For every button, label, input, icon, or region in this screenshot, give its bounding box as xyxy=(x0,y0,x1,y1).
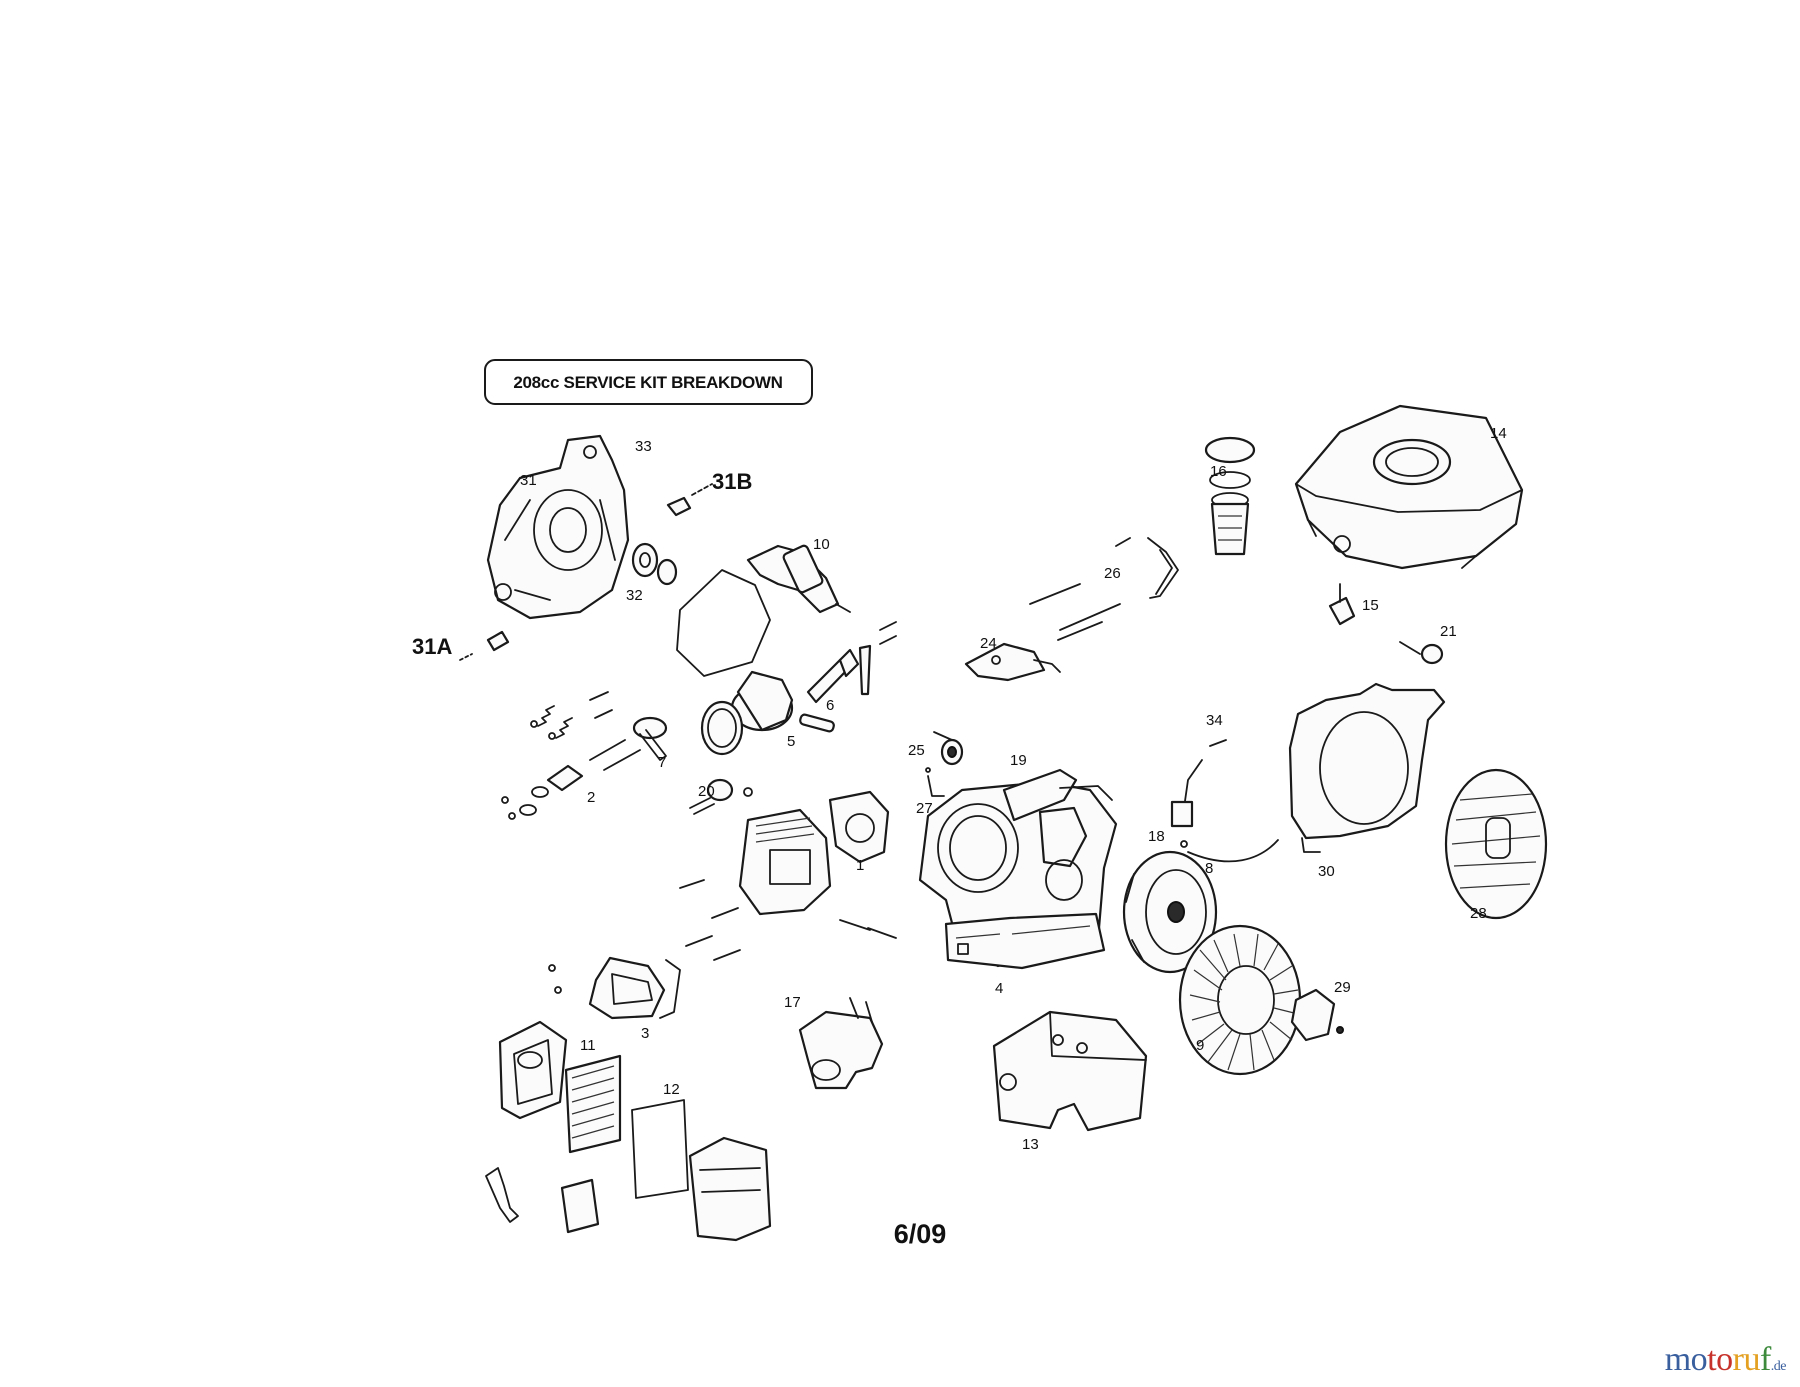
callout-7: 7 xyxy=(658,754,666,771)
flywheel-part-8 xyxy=(1122,850,1218,974)
callout-5: 5 xyxy=(787,733,795,750)
dipstick-part-27 xyxy=(925,767,945,797)
plug-part-31a xyxy=(486,630,510,652)
callout-32: 32 xyxy=(626,587,643,604)
piston-part-5 xyxy=(700,670,835,756)
callout-6: 6 xyxy=(826,697,834,714)
head-bolts xyxy=(679,879,897,961)
callout-33: 33 xyxy=(635,438,652,455)
fuel-cap-part-16 xyxy=(1204,436,1256,556)
callout-16: 16 xyxy=(1210,463,1227,480)
crankshaft-part-10 xyxy=(746,544,851,614)
connecting-rod-bolts xyxy=(879,621,897,645)
callout-8: 8 xyxy=(1205,860,1213,877)
callout-10: 10 xyxy=(813,536,830,553)
ignition-part-34 xyxy=(1170,739,1279,863)
callout-31b: 31B xyxy=(712,469,752,494)
crankcase-gasket xyxy=(676,569,771,677)
valve-cover-part-3 xyxy=(548,956,681,1020)
callout-25: 25 xyxy=(908,742,925,759)
recoil-starter-part-28 xyxy=(1444,768,1548,920)
starter-cup-part-29 xyxy=(1290,988,1344,1042)
callout-24: 24 xyxy=(980,635,997,652)
callout-1: 1 xyxy=(856,857,864,874)
air-cleaner-base-part-11 xyxy=(498,1020,568,1120)
air-filter-element xyxy=(564,1054,622,1154)
callout-11: 11 xyxy=(580,1037,596,1054)
title-box: 208cc SERVICE KIT BREAKDOWN xyxy=(484,359,813,405)
crankcase-cover-part-31 xyxy=(486,434,630,620)
leader-lines xyxy=(459,653,473,661)
callout-3: 3 xyxy=(641,1025,649,1042)
callout-20: 20 xyxy=(698,783,715,800)
callout-26: 26 xyxy=(1104,565,1121,582)
callout-9: 9 xyxy=(1196,1037,1204,1054)
callout-17: 17 xyxy=(784,994,801,1011)
callout-13: 13 xyxy=(1022,1136,1039,1153)
callout-31a: 31A xyxy=(412,634,452,659)
pre-filter-part-12 xyxy=(631,1099,689,1199)
watermark-logo: motoruf.de xyxy=(1664,1341,1787,1378)
callout-28: 28 xyxy=(1470,905,1487,922)
bearing-part-32 xyxy=(631,542,678,586)
callout-15: 15 xyxy=(1362,597,1379,614)
callout-18: 18 xyxy=(1148,828,1165,845)
fuel-tank-part-14 xyxy=(1294,404,1524,570)
callout-29: 29 xyxy=(1334,979,1351,996)
plug-part-31b xyxy=(666,483,713,517)
callout-4: 4 xyxy=(995,980,1003,997)
callout-34: 34 xyxy=(1206,712,1223,729)
callout-labels: 33 31 31B 10 32 31A 6 5 7 2 20 1 3 11 12… xyxy=(412,425,1507,1153)
callout-21: 21 xyxy=(1440,623,1457,640)
muffler-part-13 xyxy=(992,1010,1148,1132)
linkage-rods-part-26 xyxy=(1029,537,1179,641)
control-bracket-part-24 xyxy=(964,642,1061,682)
callout-19: 19 xyxy=(1010,752,1027,769)
connecting-rod-part-6 xyxy=(806,644,872,704)
valves-and-springs xyxy=(530,691,613,740)
callout-2: 2 xyxy=(587,789,595,806)
carburetor-part-17 xyxy=(798,997,884,1090)
callout-27: 27 xyxy=(916,800,933,817)
camshaft-part-7 xyxy=(632,716,668,761)
callout-31: 31 xyxy=(520,472,537,489)
air-cleaner-cover xyxy=(688,1136,772,1242)
callout-14: 14 xyxy=(1490,425,1507,442)
blower-housing-part-30 xyxy=(1288,682,1446,853)
air-cleaner-latch xyxy=(485,1167,519,1223)
spark-plug-part-20 xyxy=(689,778,753,815)
diagram-title: 208cc SERVICE KIT BREAKDOWN xyxy=(513,373,782,392)
fuel-line-part-21 xyxy=(1399,641,1444,665)
oil-seal-part-25 xyxy=(933,731,964,766)
breather-bracket-part-2 xyxy=(501,739,641,820)
callout-12: 12 xyxy=(663,1081,680,1098)
cylinder-head-part-1 xyxy=(738,790,890,916)
air-cleaner-knob xyxy=(560,1178,600,1234)
engine-block-part-4 xyxy=(918,768,1118,970)
date-code: 6/09 xyxy=(894,1219,947,1249)
callout-30: 30 xyxy=(1318,863,1335,880)
fuel-valve-part-15 xyxy=(1328,583,1356,626)
